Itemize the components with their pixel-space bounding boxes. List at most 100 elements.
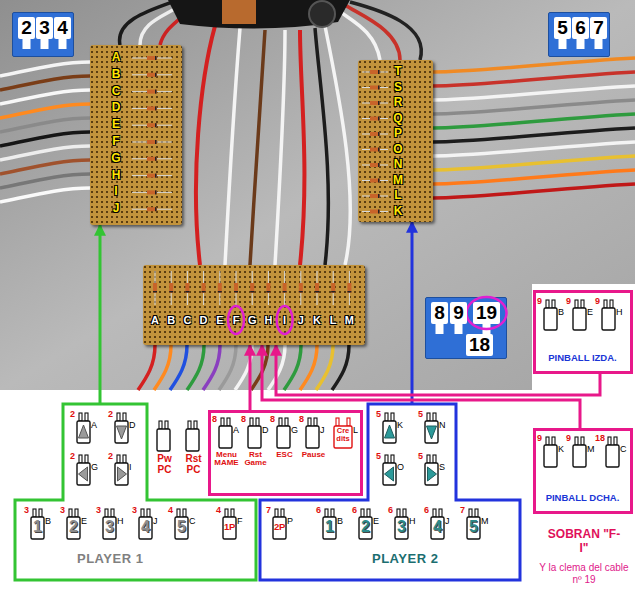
diode-symbol	[370, 148, 380, 152]
connector	[249, 345, 252, 410]
push-button: 41PF	[216, 506, 245, 540]
push-button: Cre ditsL	[328, 415, 360, 449]
wire-number: 5	[418, 410, 423, 420]
button-terminal	[227, 418, 230, 426]
button-body	[273, 517, 286, 539]
button-terminal	[188, 421, 191, 429]
direction-arrow	[117, 426, 127, 439]
pin-letter: A	[110, 51, 122, 64]
button-body	[573, 445, 586, 467]
diode-symbol	[347, 283, 351, 293]
pin-letter: Q	[392, 112, 404, 125]
pin-letter: K	[558, 445, 564, 455]
pin-letter: L	[392, 189, 404, 202]
diode-band	[283, 291, 287, 293]
diode-band	[299, 291, 303, 293]
button-terminal	[117, 413, 120, 421]
button-body	[359, 517, 372, 539]
wire-number: 3	[24, 506, 29, 516]
pin-letter: E	[110, 118, 122, 131]
pin-letter: F	[110, 135, 122, 148]
wire	[0, 188, 90, 202]
button-number: 1	[31, 518, 44, 536]
pin-letter: J	[110, 202, 122, 215]
diode-symbol	[370, 70, 380, 74]
wire-number: 4	[168, 506, 173, 516]
diode-symbol	[250, 283, 254, 293]
push-button: 45C	[168, 506, 197, 540]
button-terminal	[608, 437, 611, 445]
highlight-ring	[228, 306, 244, 334]
button-terminal	[275, 509, 278, 517]
wire-number: 9	[566, 297, 571, 307]
button-terminal	[279, 418, 282, 426]
wire	[433, 142, 635, 156]
wire	[433, 100, 635, 114]
push-button: 2A	[70, 410, 99, 444]
button-terminal	[427, 455, 430, 463]
pin-letter: M	[481, 517, 489, 527]
pin-letter: I	[110, 185, 122, 198]
direction-arrow	[427, 426, 437, 439]
button-terminal	[141, 509, 144, 517]
wire	[433, 72, 635, 86]
pin-letter: C	[189, 517, 196, 527]
direction-arrow	[79, 425, 89, 438]
wire-number: 6	[316, 506, 321, 516]
diode-symbol	[266, 283, 270, 293]
wire	[154, 345, 171, 390]
button-terminal	[69, 509, 72, 517]
node-decoration	[150, 418, 179, 452]
pin-letter: N	[439, 421, 446, 431]
node-decoration	[368, 404, 456, 500]
pin-letter: C	[110, 85, 122, 98]
perfboard: ABCDEFGHIJKLM	[143, 265, 365, 345]
diode-band	[378, 194, 380, 198]
button-body	[139, 517, 152, 539]
diode-symbol	[370, 194, 380, 198]
diode-band	[155, 190, 157, 194]
wire	[433, 184, 635, 198]
pin-letter: N	[392, 158, 404, 171]
pin-letter: A	[233, 426, 239, 436]
button-terminal	[123, 455, 126, 463]
wire	[225, 28, 240, 265]
wire	[187, 345, 204, 390]
button-terminal	[385, 455, 388, 463]
pin-letter: F	[230, 314, 242, 326]
terminal-number: 19	[473, 302, 500, 324]
perfboard: TSRQPONMLK	[358, 60, 433, 222]
button-body	[103, 517, 116, 539]
button-terminal	[225, 509, 228, 517]
pin-letter: A	[149, 314, 161, 326]
diode-band	[378, 179, 380, 183]
wire	[275, 30, 285, 265]
wire	[433, 86, 635, 100]
diode-band	[378, 70, 380, 74]
push-button: Pw PC	[150, 418, 179, 477]
diode-symbol	[370, 163, 380, 167]
button-terminal	[285, 418, 288, 426]
group-box: 8AMenu MAME8DRst Game8GESC8JPauseCre dit…	[208, 410, 363, 496]
diode-symbol	[202, 283, 206, 293]
diode-band	[378, 132, 380, 136]
diode-symbol	[370, 101, 380, 105]
wire	[170, 345, 187, 390]
direction-arrow	[79, 467, 88, 481]
pin-letter: F	[237, 517, 243, 527]
pin-letter: E	[373, 517, 379, 527]
wire	[0, 76, 90, 90]
push-button: 8DRst Game	[241, 415, 271, 470]
button-number: 5	[175, 518, 188, 536]
button-body	[431, 517, 444, 539]
pin-letter: H	[409, 517, 416, 527]
wire	[284, 345, 301, 390]
pin-letter: E	[81, 517, 87, 527]
diode-band	[378, 117, 380, 121]
diode-symbol	[147, 90, 157, 94]
pin-letter: H	[117, 517, 124, 527]
wire	[338, 10, 380, 60]
button-terminal	[391, 455, 394, 463]
diode-symbol	[147, 56, 157, 60]
diode-band	[155, 90, 157, 94]
